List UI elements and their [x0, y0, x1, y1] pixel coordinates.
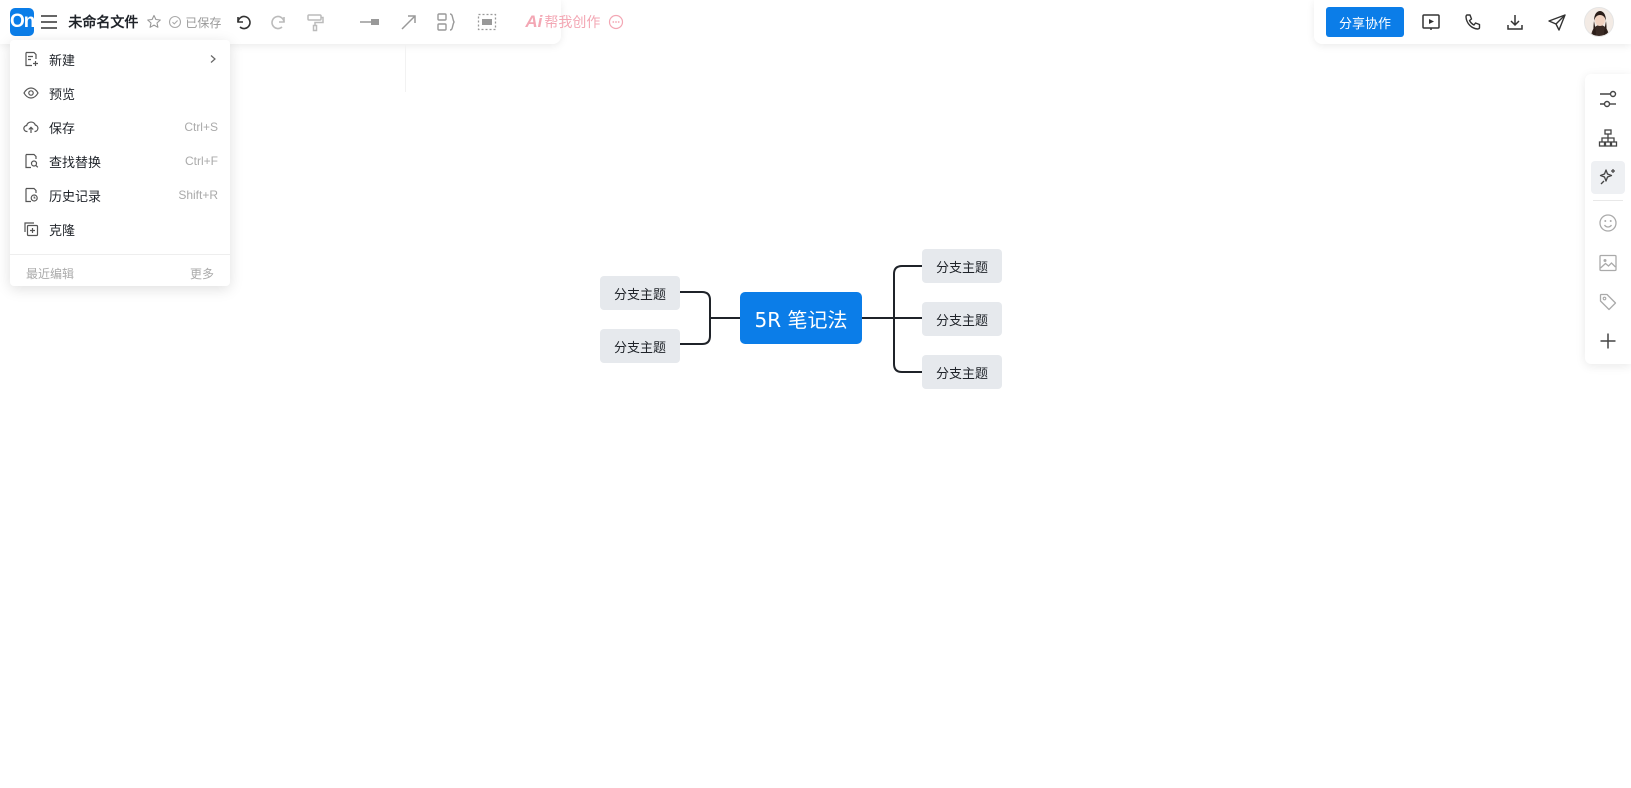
phone-icon[interactable] [1452, 7, 1494, 37]
check-circle-icon [169, 15, 182, 29]
mindmap-root-topic[interactable]: 5R 笔记法 [740, 292, 862, 344]
menu-item-label: 新建 [49, 53, 76, 69]
structure-icon[interactable] [1591, 121, 1625, 154]
summary-brace-icon[interactable] [437, 10, 459, 34]
cloud-upload-icon [23, 119, 39, 135]
redo-icon[interactable] [269, 10, 289, 34]
eye-icon [23, 85, 39, 101]
send-icon[interactable] [1536, 7, 1578, 37]
menu-item-new[interactable]: 新建 [10, 42, 230, 76]
menu-item-label: 保存 [49, 121, 76, 137]
download-icon[interactable] [1494, 7, 1536, 37]
arrow-icon[interactable] [399, 10, 419, 34]
tag-icon[interactable] [1591, 285, 1625, 318]
more-link[interactable]: 更多 [189, 266, 214, 281]
menu-item-find-replace[interactable]: 查找替换 Ctrl+F [10, 144, 230, 178]
star-icon[interactable] [146, 10, 162, 34]
file-title[interactable]: 未命名文件 [68, 15, 139, 31]
present-icon[interactable] [1410, 7, 1452, 37]
menu-item-label: 克隆 [49, 223, 76, 239]
more-icon[interactable] [608, 10, 624, 34]
menu-item-preview[interactable]: 预览 [10, 76, 230, 110]
ai-create-button[interactable]: Ai 帮我创作 [525, 12, 600, 32]
mindmap-branch-topic[interactable]: 分支主题 [600, 276, 680, 310]
menu-item-save[interactable]: 保存 Ctrl+S [10, 110, 230, 144]
top-toolbar: On 未命名文件 已保存 Ai 帮我创作 [0, 0, 624, 44]
plus-icon[interactable] [1591, 325, 1625, 358]
sidebar-divider [1593, 199, 1623, 201]
menu-item-label: 预览 [49, 87, 76, 103]
style-icon[interactable] [1591, 82, 1625, 115]
app-logo[interactable]: On [10, 8, 35, 36]
find-replace-icon [23, 153, 39, 169]
menu-item-history[interactable]: 历史记录 Shift+R [10, 178, 230, 212]
ai-create-label: 帮我创作 [544, 15, 601, 31]
share-collaborate-button[interactable]: 分享协作 [1326, 7, 1404, 37]
relation-line-icon[interactable] [359, 10, 381, 34]
emoji-icon[interactable] [1591, 207, 1625, 240]
hamburger-icon[interactable] [40, 10, 58, 34]
menu-item-label: 历史记录 [49, 189, 102, 205]
mindmap-branch-topic[interactable]: 分支主题 [922, 355, 1002, 389]
mindmap-branch-topic[interactable]: 分支主题 [922, 302, 1002, 336]
menu-footer: 最近编辑 更多 [10, 255, 230, 291]
new-file-icon [23, 51, 39, 67]
mindmap-branch-topic[interactable]: 分支主题 [600, 329, 680, 363]
menu-item-shortcut: Ctrl+S [184, 120, 218, 134]
canvas-guide [405, 44, 406, 92]
format-painter-icon[interactable] [305, 10, 325, 34]
top-right-toolbar: 分享协作 [1314, 0, 1631, 44]
image-icon[interactable] [1591, 246, 1625, 279]
file-menu: 新建 预览 保存 Ctrl+S 查找替换 Ctrl+F 历史记录 Shift+R [10, 40, 230, 286]
ai-mark: Ai [525, 12, 543, 31]
frame-icon[interactable] [477, 10, 497, 34]
menu-item-clone[interactable]: 克隆 [10, 212, 230, 246]
menu-item-label: 查找替换 [49, 155, 102, 171]
menu-item-shortcut: Shift+R [178, 188, 218, 202]
right-sidebar [1585, 74, 1631, 364]
user-avatar[interactable] [1584, 7, 1614, 37]
chevron-right-icon [208, 54, 218, 64]
clone-icon [23, 221, 39, 237]
mindmap-branch-topic[interactable]: 分支主题 [922, 249, 1002, 283]
undo-icon[interactable] [233, 10, 253, 34]
save-status-label: 已保存 [185, 15, 222, 30]
menu-item-shortcut: Ctrl+F [185, 154, 218, 168]
menu-divider [10, 254, 230, 255]
ai-magic-icon[interactable] [1591, 160, 1625, 194]
history-icon [23, 187, 39, 203]
recent-edits-label: 最近编辑 [26, 266, 75, 281]
save-status: 已保存 [168, 14, 221, 31]
